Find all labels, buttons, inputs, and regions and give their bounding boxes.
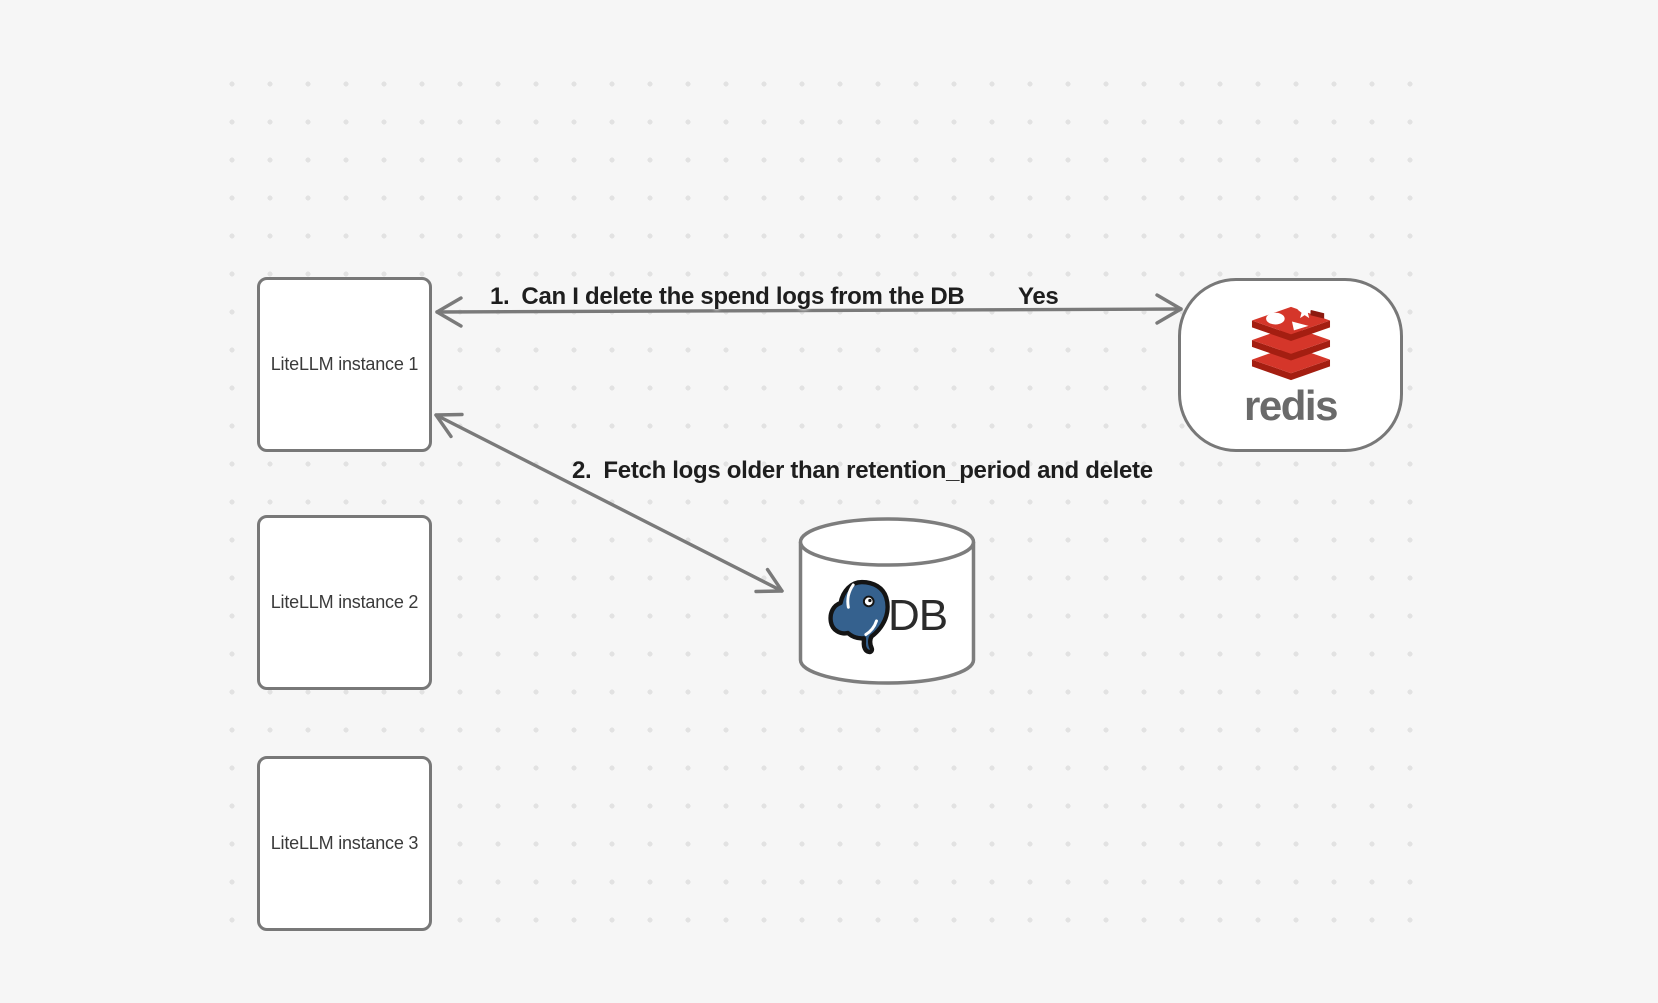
node-label: LiteLLM instance 1 [270, 354, 419, 374]
node-litellm-instance-2: LiteLLM instance 2 [257, 515, 432, 690]
edge1-label: 1. Can I delete the spend logs from the … [490, 283, 965, 312]
node-label: LiteLLM instance 3 [270, 833, 419, 853]
edge2-arrowhead-right [754, 567, 784, 594]
edge1-arrowhead-right [1155, 293, 1183, 325]
edge1-reply-label: Yes [1018, 283, 1059, 310]
redis-triangle-shape [1291, 321, 1309, 331]
redis-star-shape [1296, 303, 1312, 319]
edge2-arrowhead-left [434, 412, 464, 439]
redis-stack-logo-icon [1251, 303, 1330, 381]
edge1-number: 1. [490, 283, 510, 310]
node-label: LiteLLM instance 2 [270, 592, 419, 612]
edge2-text: Fetch logs older than retention_period a… [603, 457, 1153, 484]
redis-wordmark: redis [1244, 382, 1338, 429]
db-content: DB [798, 574, 976, 658]
edge2-label: 2. Fetch logs older than retention_perio… [572, 457, 1153, 486]
node-litellm-instance-3: LiteLLM instance 3 [257, 756, 432, 931]
postgresql-elephant-logo-icon [828, 579, 890, 655]
redis-circle-shape [1265, 312, 1285, 325]
edge1-text: Can I delete the spend logs from the DB [521, 283, 965, 310]
node-redis: redis [1178, 278, 1403, 452]
db-label: DB [887, 591, 948, 640]
edge2-number: 2. [572, 457, 592, 484]
edge1-arrowhead-left [435, 296, 463, 328]
node-db: DB [798, 516, 976, 686]
redis-notch-shape [1310, 309, 1324, 319]
edge2-arrow [434, 412, 784, 594]
node-litellm-instance-1: LiteLLM instance 1 [257, 277, 432, 452]
